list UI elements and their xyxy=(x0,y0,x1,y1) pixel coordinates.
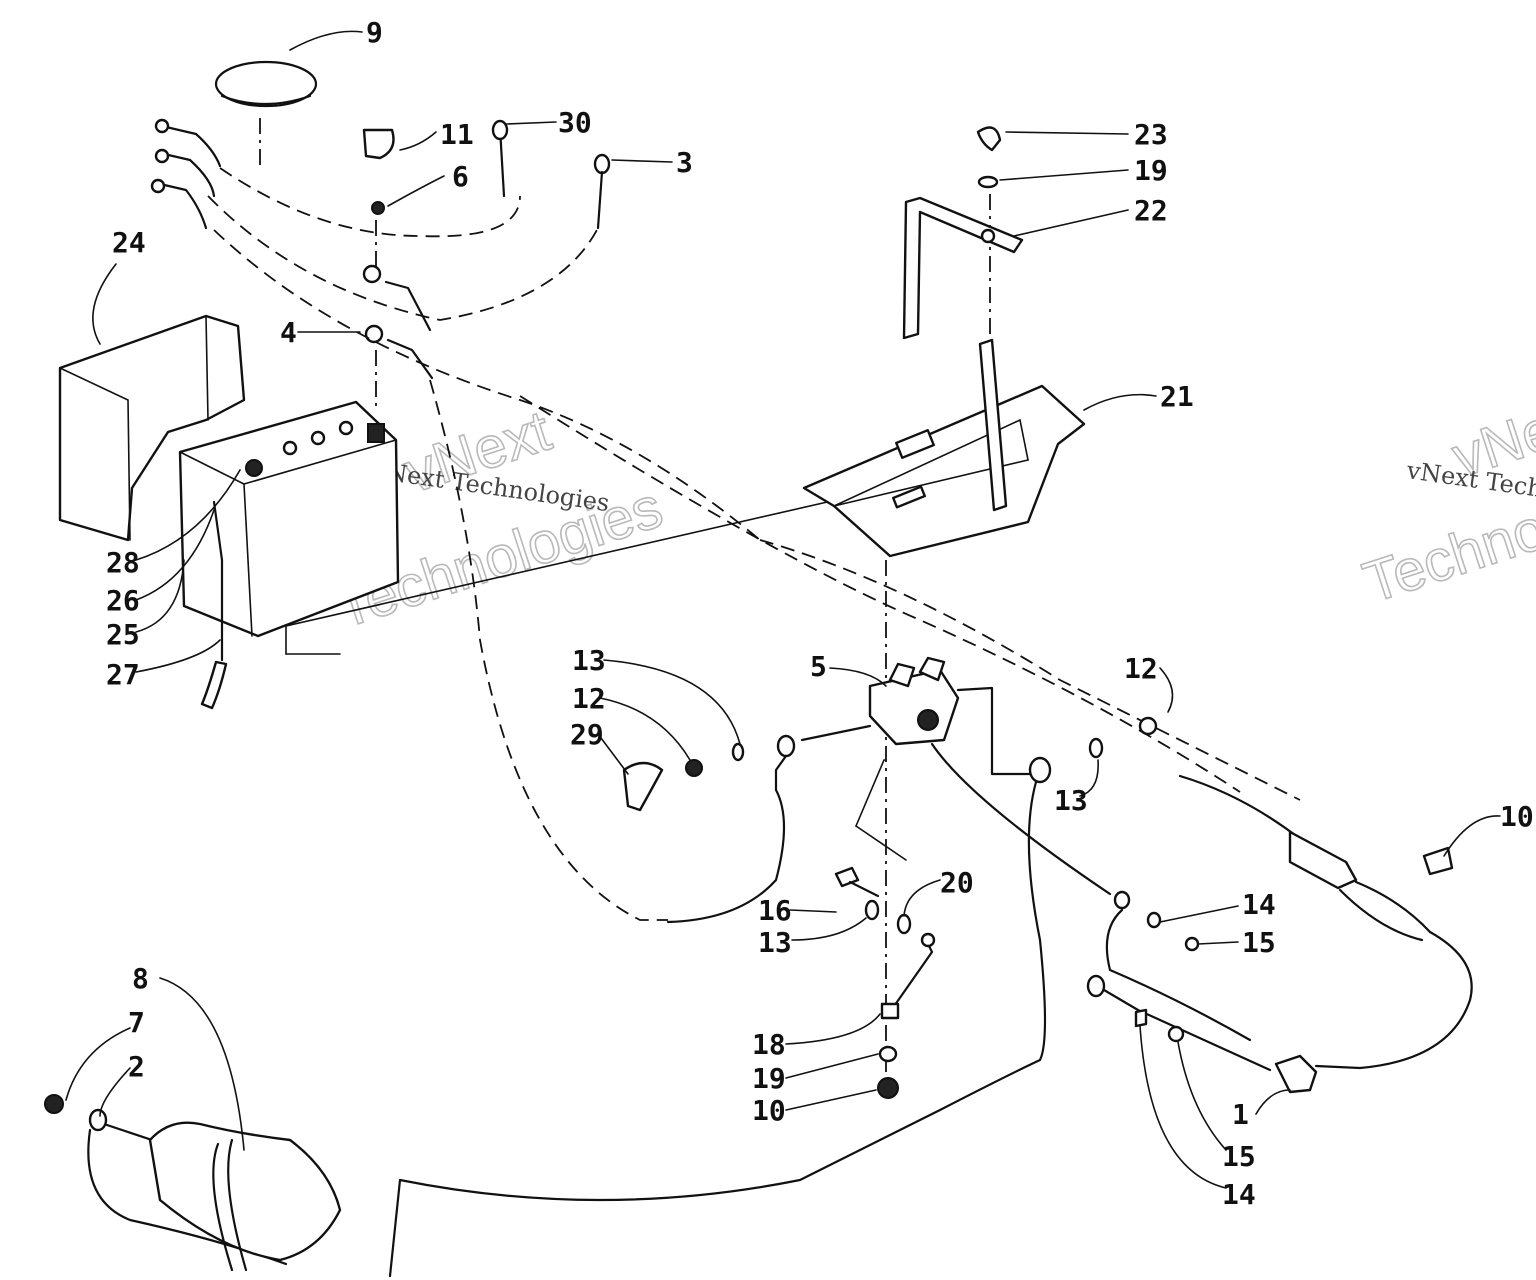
callout-8: 8 xyxy=(132,962,149,995)
callout-24: 24 xyxy=(112,226,146,259)
callout-7: 7 xyxy=(128,1006,145,1039)
callout-26: 26 xyxy=(106,584,140,617)
bracket xyxy=(902,126,1024,340)
callout-10-right: 10 xyxy=(1500,800,1534,833)
callout-4: 4 xyxy=(280,316,297,349)
battery-cover xyxy=(58,314,246,542)
battery xyxy=(178,400,400,710)
battery-tray xyxy=(802,338,1086,558)
callout-20: 20 xyxy=(940,866,974,899)
callout-2: 2 xyxy=(128,1050,145,1083)
callout-19-lower: 19 xyxy=(752,1062,786,1095)
callout-30: 30 xyxy=(558,106,592,139)
callout-14-upper: 14 xyxy=(1242,888,1276,921)
callout-22: 22 xyxy=(1134,194,1168,227)
callout-12-right: 12 xyxy=(1124,652,1158,685)
callout-6: 6 xyxy=(452,160,469,193)
callout-15-lower: 15 xyxy=(1222,1140,1256,1173)
callout-15-upper: 15 xyxy=(1242,926,1276,959)
callout-12-left: 12 xyxy=(572,682,606,715)
strap-ring xyxy=(214,60,318,108)
callout-13-lower: 13 xyxy=(758,926,792,959)
callout-16: 16 xyxy=(758,894,792,927)
leader-lines xyxy=(65,30,1501,1189)
cable-right xyxy=(388,716,1158,1278)
callout-3: 3 xyxy=(676,146,693,179)
callout-28: 28 xyxy=(106,546,140,579)
right-harness xyxy=(1086,774,1473,1094)
watermark-right: vNext Technologies vNext Technologies xyxy=(1355,382,1536,617)
terminal-cables xyxy=(150,118,611,380)
solenoid xyxy=(800,656,1112,896)
callout-10-lower: 10 xyxy=(752,1094,786,1127)
callout-21: 21 xyxy=(1160,380,1194,413)
callout-23: 23 xyxy=(1134,118,1168,151)
callout-9: 9 xyxy=(366,16,383,49)
callout-13-left: 13 xyxy=(572,644,606,677)
callout-1: 1 xyxy=(1232,1098,1249,1131)
callout-25: 25 xyxy=(106,618,140,651)
callout-18: 18 xyxy=(752,1028,786,1061)
callout-11: 11 xyxy=(440,118,474,151)
callout-27: 27 xyxy=(106,658,140,691)
lower-hardware xyxy=(834,759,936,1099)
callout-19-top: 19 xyxy=(1134,154,1168,187)
bottom-clamp xyxy=(44,1094,342,1272)
callout-29: 29 xyxy=(570,718,604,751)
callout-13-right: 13 xyxy=(1054,784,1088,817)
callout-5: 5 xyxy=(810,650,827,683)
callout-14-lower: 14 xyxy=(1222,1178,1256,1211)
cable-left xyxy=(622,734,796,924)
callout-labels: 9 11 30 3 6 24 4 23 19 22 21 28 26 25 27… xyxy=(106,16,1534,1211)
